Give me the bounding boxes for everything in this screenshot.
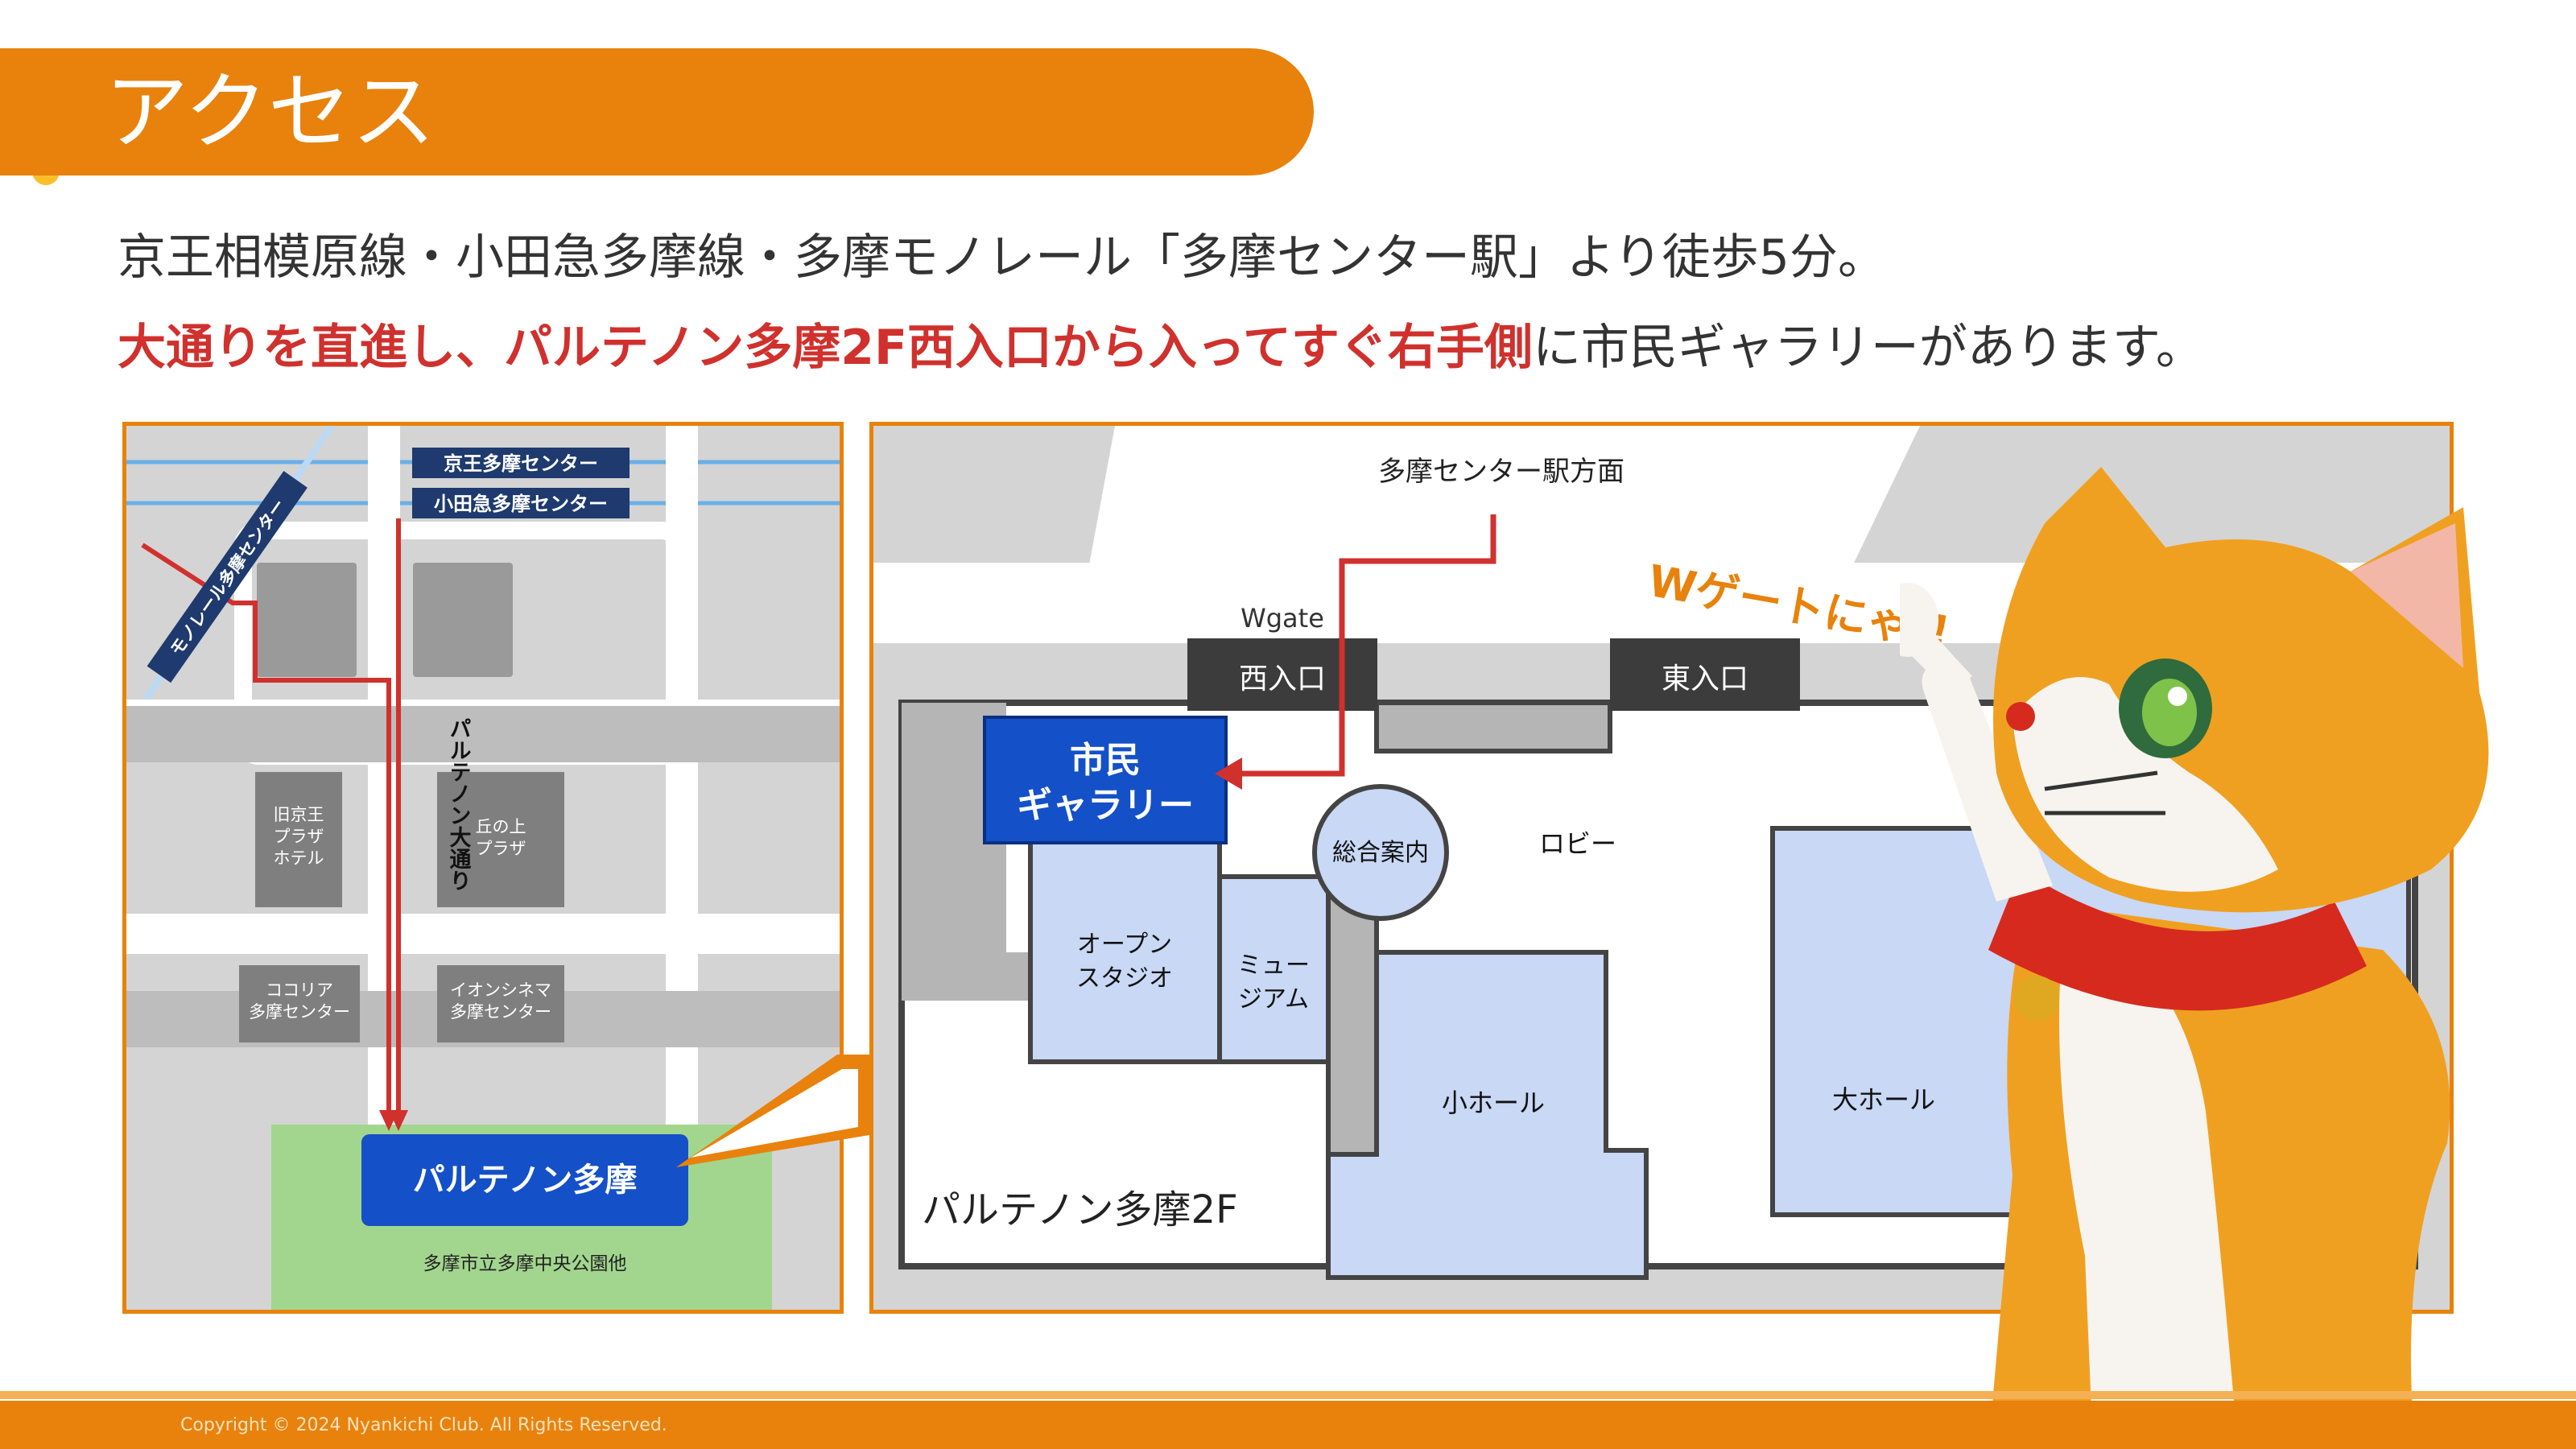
bldg-aeon-line1: イオンシネマ <box>450 980 551 1000</box>
access-line-2-highlight: 大通りを直進し、パルテノン多摩2F西入口から入ってすぐ右手側 <box>118 320 1533 376</box>
bldg-aeon-line2: 多摩センター <box>450 1002 551 1022</box>
large-hall-label: 大ホール <box>1832 1084 1935 1115</box>
museum-label-line2: ジアム <box>1238 985 1309 1013</box>
copyright: Copyright © 2024 Nyankichi Club. All Rig… <box>180 1415 667 1435</box>
bldg-hotel-line2: プラザ <box>274 827 324 846</box>
access-line-2: 大通りを直進し、パルテノン多摩2F西入口から入ってすぐ右手側に市民ギャラリーがあ… <box>118 316 2204 380</box>
bldg-cocoria-line2: 多摩センター <box>249 1002 350 1022</box>
gallery-label-line1: 市民 <box>1070 740 1141 781</box>
wgate-label: Wgate <box>1241 603 1324 634</box>
map-connector <box>676 1055 869 1167</box>
museum-label-line1: ミュー <box>1237 952 1310 980</box>
street-label: パルテノン大通り <box>446 717 472 891</box>
studio-label-line1: オープン <box>1077 931 1172 959</box>
footer-accent-line <box>0 1391 2576 1399</box>
gallery-label-line2: ギャラリー <box>1017 785 1194 826</box>
west-entrance: 西入口 <box>1239 663 1326 696</box>
station-keio: 京王多摩センター <box>444 452 598 475</box>
floor-label: パルテノン多摩2F <box>922 1187 1238 1232</box>
info-label: 総合案内 <box>1332 839 1429 867</box>
access-line-1: 京王相模原線・小田急多摩線・多摩モノレール「多摩センター駅」より徒歩5分。 <box>118 229 1886 286</box>
footer-bar <box>0 1401 2576 1449</box>
studio-label-line2: スタジオ <box>1076 964 1173 993</box>
bldg-cocoria-line1: ココリア <box>266 980 333 1000</box>
title-bar <box>0 48 1314 175</box>
bldg-hotel-line1: 旧京王 <box>274 805 324 824</box>
area-map: 旧京王 プラザ ホテル 丘の上 プラザ ココリア 多摩センター イオンシネマ 多… <box>122 422 844 1314</box>
east-entrance: 東入口 <box>1662 663 1748 696</box>
small-hall-label: 小ホール <box>1442 1088 1545 1118</box>
park-label: 多摩市立多摩中央公園他 <box>423 1253 627 1274</box>
area-map-svg: 旧京王 プラザ ホテル 丘の上 プラザ ココリア 多摩センター イオンシネマ 多… <box>126 426 840 1310</box>
page-title: アクセス <box>105 63 436 161</box>
direction-label: 多摩センター駅方面 <box>1378 456 1624 488</box>
destination-label: パルテノン多摩 <box>413 1162 638 1199</box>
station-odakyu: 小田急多摩センター <box>434 493 608 515</box>
bldg-okanoue-line2: プラザ <box>476 839 526 858</box>
access-line-2-rest: に市民ギャラリーがあります。 <box>1532 320 2204 376</box>
lobby-label: ロビー <box>1539 828 1616 859</box>
mascot-cat <box>1900 467 2489 1449</box>
bldg-okanoue-line1: 丘の上 <box>476 817 526 836</box>
bldg-hotel-line3: ホテル <box>274 848 324 868</box>
